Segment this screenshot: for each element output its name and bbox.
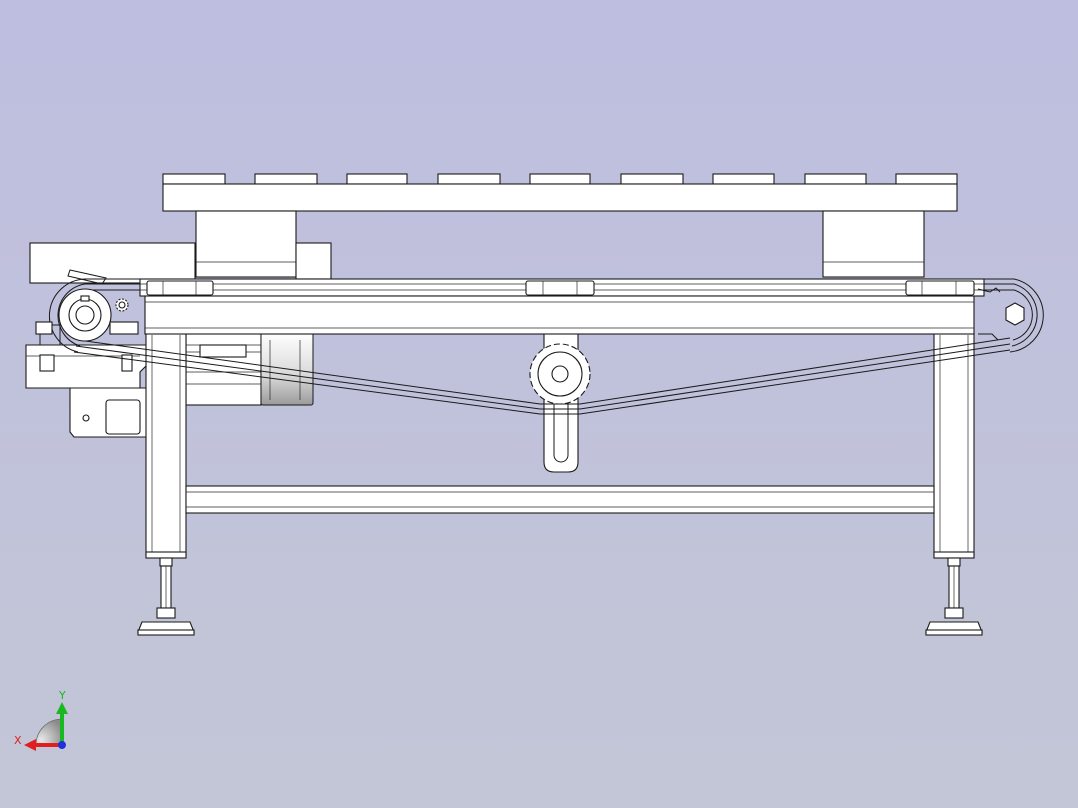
frame-crossbar <box>185 485 935 514</box>
motor-terminal-box <box>295 242 332 280</box>
gearbox-housing <box>29 242 196 284</box>
frame-legs[interactable] <box>145 332 975 559</box>
idler-pulley[interactable] <box>977 287 1025 341</box>
leveling-feet[interactable] <box>137 557 983 636</box>
return-belt <box>73 337 1011 415</box>
belt-ends <box>48 278 1044 353</box>
x-axis-label: X <box>14 734 22 747</box>
leg-left <box>145 332 187 557</box>
foot-right <box>925 557 983 636</box>
coordinate-triad[interactable]: Y X <box>14 689 68 751</box>
motor-flange <box>185 332 262 406</box>
gear-motor[interactable] <box>25 242 332 438</box>
table-cleats <box>162 173 958 185</box>
idler-hex-bolt <box>1005 302 1025 326</box>
table-top-plate <box>162 183 958 212</box>
belt-tensioner[interactable] <box>529 332 591 473</box>
foot-left <box>137 557 195 636</box>
table-support-left <box>195 210 297 278</box>
top-table[interactable] <box>162 173 958 278</box>
idler-sprocket <box>529 343 591 405</box>
drive-pulley[interactable] <box>35 288 139 342</box>
z-axis-dot <box>58 741 66 749</box>
y-axis-label: Y <box>58 689 66 702</box>
conveyor-beam[interactable] <box>139 278 985 335</box>
table-support-right <box>822 210 925 278</box>
